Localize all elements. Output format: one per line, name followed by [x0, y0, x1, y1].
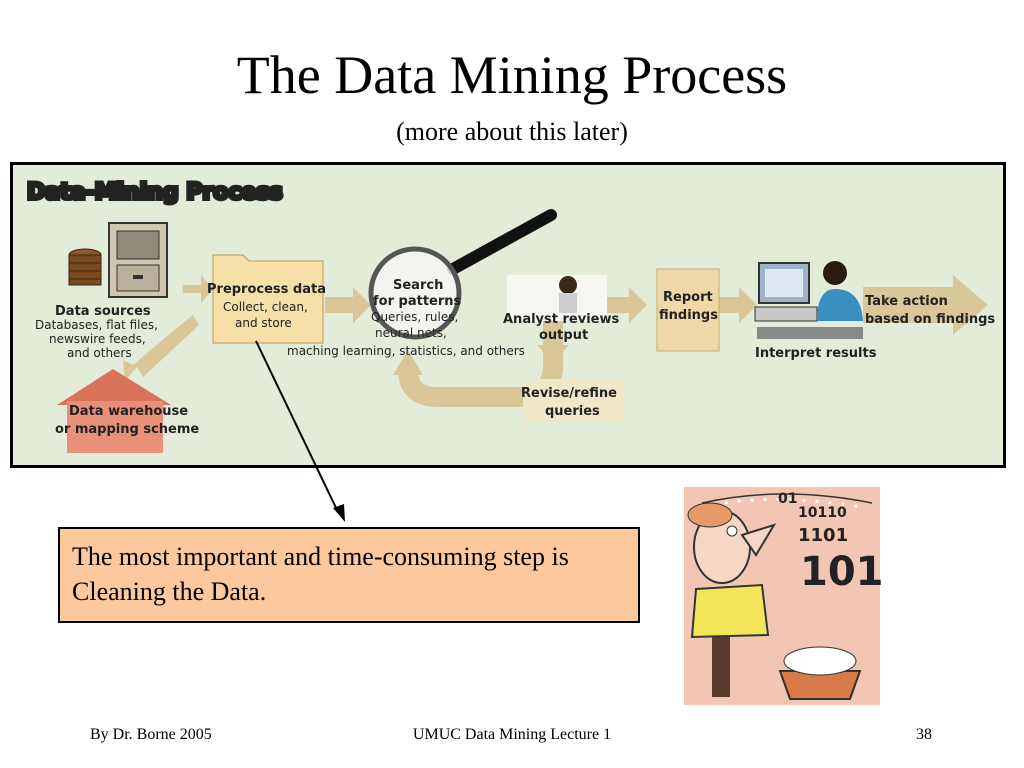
search-methods: maching learning, statistics, and others: [287, 344, 525, 358]
diagram-heading: Data-Mining Process: [27, 180, 283, 205]
search-title-line-2: for patterns: [373, 294, 462, 309]
report-line-1: Report: [663, 290, 713, 305]
preprocess-folder-icon: [212, 254, 324, 344]
clothesline: [701, 493, 873, 504]
laundry-shape: [783, 646, 857, 676]
arrow-sources-to-preprocess: [183, 275, 213, 303]
arrow-analyst-to-revise: [537, 325, 569, 363]
diagram-canvas: Data-Mining Process D: [25, 178, 995, 453]
slide-title: The Data Mining Process: [236, 45, 788, 105]
eye-shape: [726, 525, 738, 537]
report-document-icon: [656, 268, 720, 352]
binary-3: 1101: [798, 525, 848, 546]
warehouse-line-2: or mapping scheme: [55, 422, 199, 437]
arrow-preprocess-to-search: [325, 287, 371, 323]
search-line-1: Queries, rules,: [371, 310, 458, 324]
binary-2: 10110: [798, 505, 847, 521]
warehouse-house-icon: [57, 369, 171, 453]
slide-subtitle: (more about this later): [396, 117, 628, 146]
feedback-arrow: [398, 305, 563, 407]
magnifying-glass-icon: [368, 209, 557, 340]
report-line-2: findings: [659, 308, 718, 323]
search-title-line-1: Search: [393, 278, 443, 293]
data-sources-title: Data sources: [55, 304, 151, 319]
binary-4: 101: [800, 549, 882, 595]
action-line-2: based on findings: [865, 312, 995, 327]
footer-page-number: 38: [916, 726, 932, 743]
arrow-report-to-interpret: [719, 287, 757, 323]
data-sources-line-1: Databases, flat files,: [35, 318, 158, 332]
action-line-1: Take action: [865, 294, 948, 309]
search-line-2: neural nets,: [375, 326, 447, 340]
cleaning-callout: The most important and time-consuming st…: [58, 527, 640, 623]
analyst-line-2: output: [539, 328, 588, 343]
warehouse-line-1: Data warehouse: [69, 404, 188, 419]
feedback-arrowhead: [393, 350, 423, 375]
interpret-label: Interpret results: [755, 346, 877, 361]
legs-shape: [712, 637, 730, 697]
arrow-warehouse-link: [123, 315, 199, 381]
data-sources-line-2: newswire feeds,: [49, 332, 146, 346]
preprocess-line-1: Collect, clean,: [223, 300, 308, 314]
revise-box: [523, 379, 623, 421]
database-icon: [68, 248, 102, 286]
arrow-take-action: [863, 275, 988, 335]
arrow-analyst-to-report: [603, 287, 647, 323]
flow-arrows: [123, 275, 988, 381]
shirt-shape: [690, 583, 770, 639]
nose-shape: [740, 523, 777, 557]
hair-shape: [687, 502, 733, 528]
analyst-line-1: Analyst reviews: [503, 312, 619, 327]
clothesline-pins: [711, 497, 863, 509]
data-sources-line-3: and others: [67, 346, 132, 360]
computer-user-icon: [754, 261, 863, 339]
binary-1: 01: [778, 491, 797, 507]
analyst-icon: [507, 275, 607, 321]
file-cabinet-icon: [108, 222, 168, 298]
footer-author: By Dr. Borne 2005: [90, 726, 212, 743]
data-mining-process-diagram: Data-Mining Process D: [10, 162, 1006, 468]
preprocess-title: Preprocess data: [207, 282, 326, 297]
binary-laundry-clipart: 01 10110 1101 101: [682, 485, 884, 707]
preprocess-line-2: and store: [235, 316, 292, 330]
revise-line-2: queries: [545, 404, 600, 419]
footer-course: UMUC Data Mining Lecture 1: [412, 726, 612, 743]
revise-line-1: Revise/refine: [521, 386, 617, 401]
